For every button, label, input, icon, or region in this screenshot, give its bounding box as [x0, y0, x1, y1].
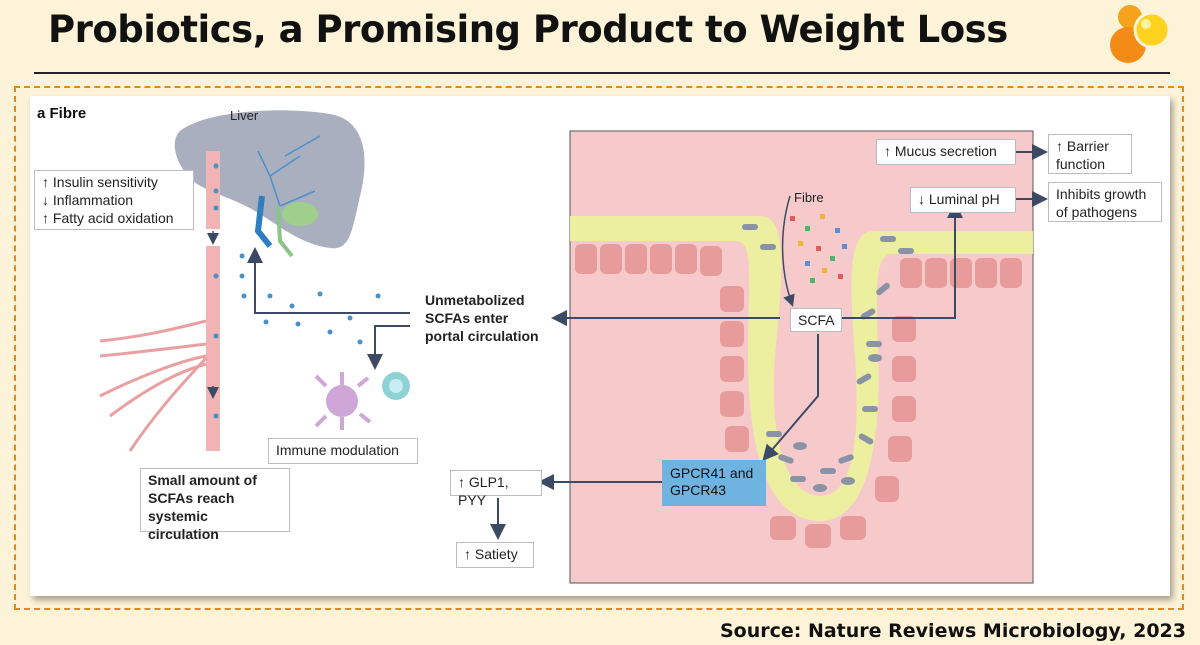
systemic-circulation-box: Small amount of SCFAs reach systemic cir…	[140, 468, 290, 542]
mucus-secretion-box: ↑ Mucus secretion	[876, 139, 1016, 165]
figure-panel: a Fibre Liver Fibre ↑ Insulin sensitivit…	[30, 96, 1170, 596]
liver-shape	[174, 110, 365, 249]
page-title: Probiotics, a Promising Product to Weigh…	[48, 8, 1008, 51]
inhibits-pathogens-box: Inhibits growth of pathogens	[1048, 182, 1162, 222]
glp-pyy-box: ↑ GLP1, PYY	[450, 470, 542, 508]
immune-cell-icon	[314, 372, 410, 430]
systemic-effects-box: ↑ Insulin sensitivity ↓ Inflammation ↑ F…	[34, 170, 194, 230]
portal-circulation-box: Unmetabolized SCFAs enter portal circula…	[425, 292, 539, 344]
fibre-label: Fibre	[794, 190, 824, 205]
panel-label: a Fibre	[37, 105, 86, 122]
gpcr-box: GPCR41 and GPCR43	[662, 460, 766, 506]
scfa-box: SCFA	[790, 308, 842, 332]
title-underline	[34, 72, 1170, 74]
liver-label: Liver	[230, 108, 259, 123]
villus-cells	[575, 244, 1022, 548]
bacteria	[742, 224, 914, 492]
mucus-layer	[570, 216, 1033, 521]
panel-title: Fibre	[49, 105, 87, 122]
immune-modulation-box: Immune modulation	[268, 438, 418, 464]
panel-letter: a	[37, 105, 46, 122]
satiety-box: ↑ Satiety	[456, 542, 534, 568]
dashed-frame	[14, 86, 1184, 610]
vessel-lower	[206, 246, 220, 451]
barrier-function-box: ↑ Barrier function	[1048, 134, 1132, 174]
source-caption: Source: Nature Reviews Microbiology, 202…	[719, 620, 1186, 642]
orange-yellow-circles-logo	[1110, 5, 1171, 63]
scfa-dots	[213, 163, 381, 419]
luminal-ph-box: ↓ Luminal pH	[910, 187, 1016, 213]
fibre-particles	[790, 214, 847, 283]
